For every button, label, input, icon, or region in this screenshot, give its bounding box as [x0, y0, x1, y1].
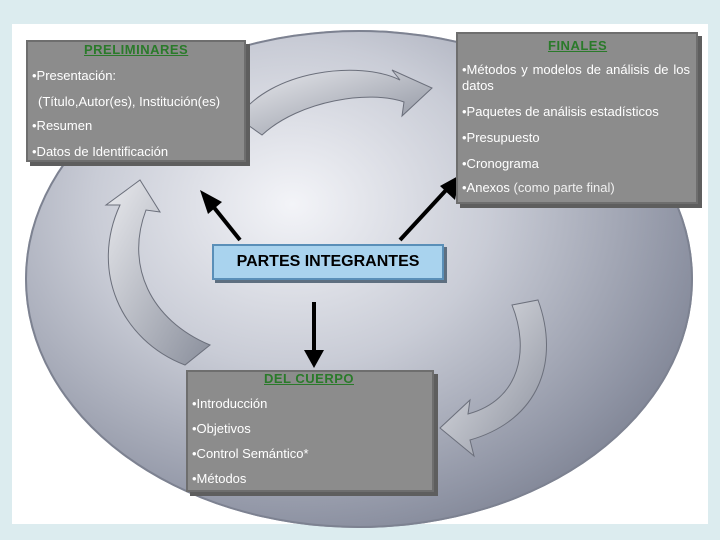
- preliminares-title: PRELIMINARES: [84, 42, 189, 57]
- finales-anexos-note: (como parte final): [513, 180, 615, 195]
- arrow-to-finales: [398, 175, 460, 242]
- arrow-to-preliminares: [200, 190, 242, 242]
- arrow-to-cuerpo: [304, 302, 324, 368]
- curved-arrow-top: [237, 69, 433, 136]
- finales-item-metodos: •Métodos y modelos de análisis de los da…: [462, 62, 690, 93]
- cuerpo-item-metodos: •Métodos: [192, 471, 247, 486]
- cuerpo-item-objetivos: •Objetivos: [192, 421, 251, 436]
- cuerpo-box: [186, 370, 434, 492]
- preliminares-item-presentacion: •Presentación:: [32, 68, 117, 83]
- cuerpo-item-control: •Control Semántico*: [192, 446, 309, 461]
- finales-box: [456, 32, 698, 204]
- curved-arrow-left: [104, 179, 211, 366]
- finales-item-anexos: •Anexos (como parte final): [462, 180, 615, 196]
- preliminares-item-resumen: •Resumen: [32, 118, 93, 133]
- finales-item-paquetes: •Paquetes de análisis estadísticos: [462, 104, 659, 119]
- cuerpo-title: DEL CUERPO: [264, 371, 354, 386]
- preliminares-box: [26, 40, 246, 162]
- finales-anexos-label: •Anexos: [462, 180, 510, 195]
- preliminares-item-datos: •Datos de Identificación: [32, 144, 169, 159]
- finales-item-cronograma: •Cronograma: [462, 156, 539, 171]
- partes-integrantes-box: PARTES INTEGRANTES: [212, 244, 444, 280]
- preliminares-item-titulo: (Título,Autor(es), Institución(es): [38, 94, 221, 109]
- finales-title: FINALES: [548, 38, 608, 53]
- finales-item-presupuesto: •Presupuesto: [462, 130, 540, 145]
- cuerpo-item-introduccion: •Introducción: [192, 396, 268, 411]
- curved-arrow-right: [439, 299, 547, 458]
